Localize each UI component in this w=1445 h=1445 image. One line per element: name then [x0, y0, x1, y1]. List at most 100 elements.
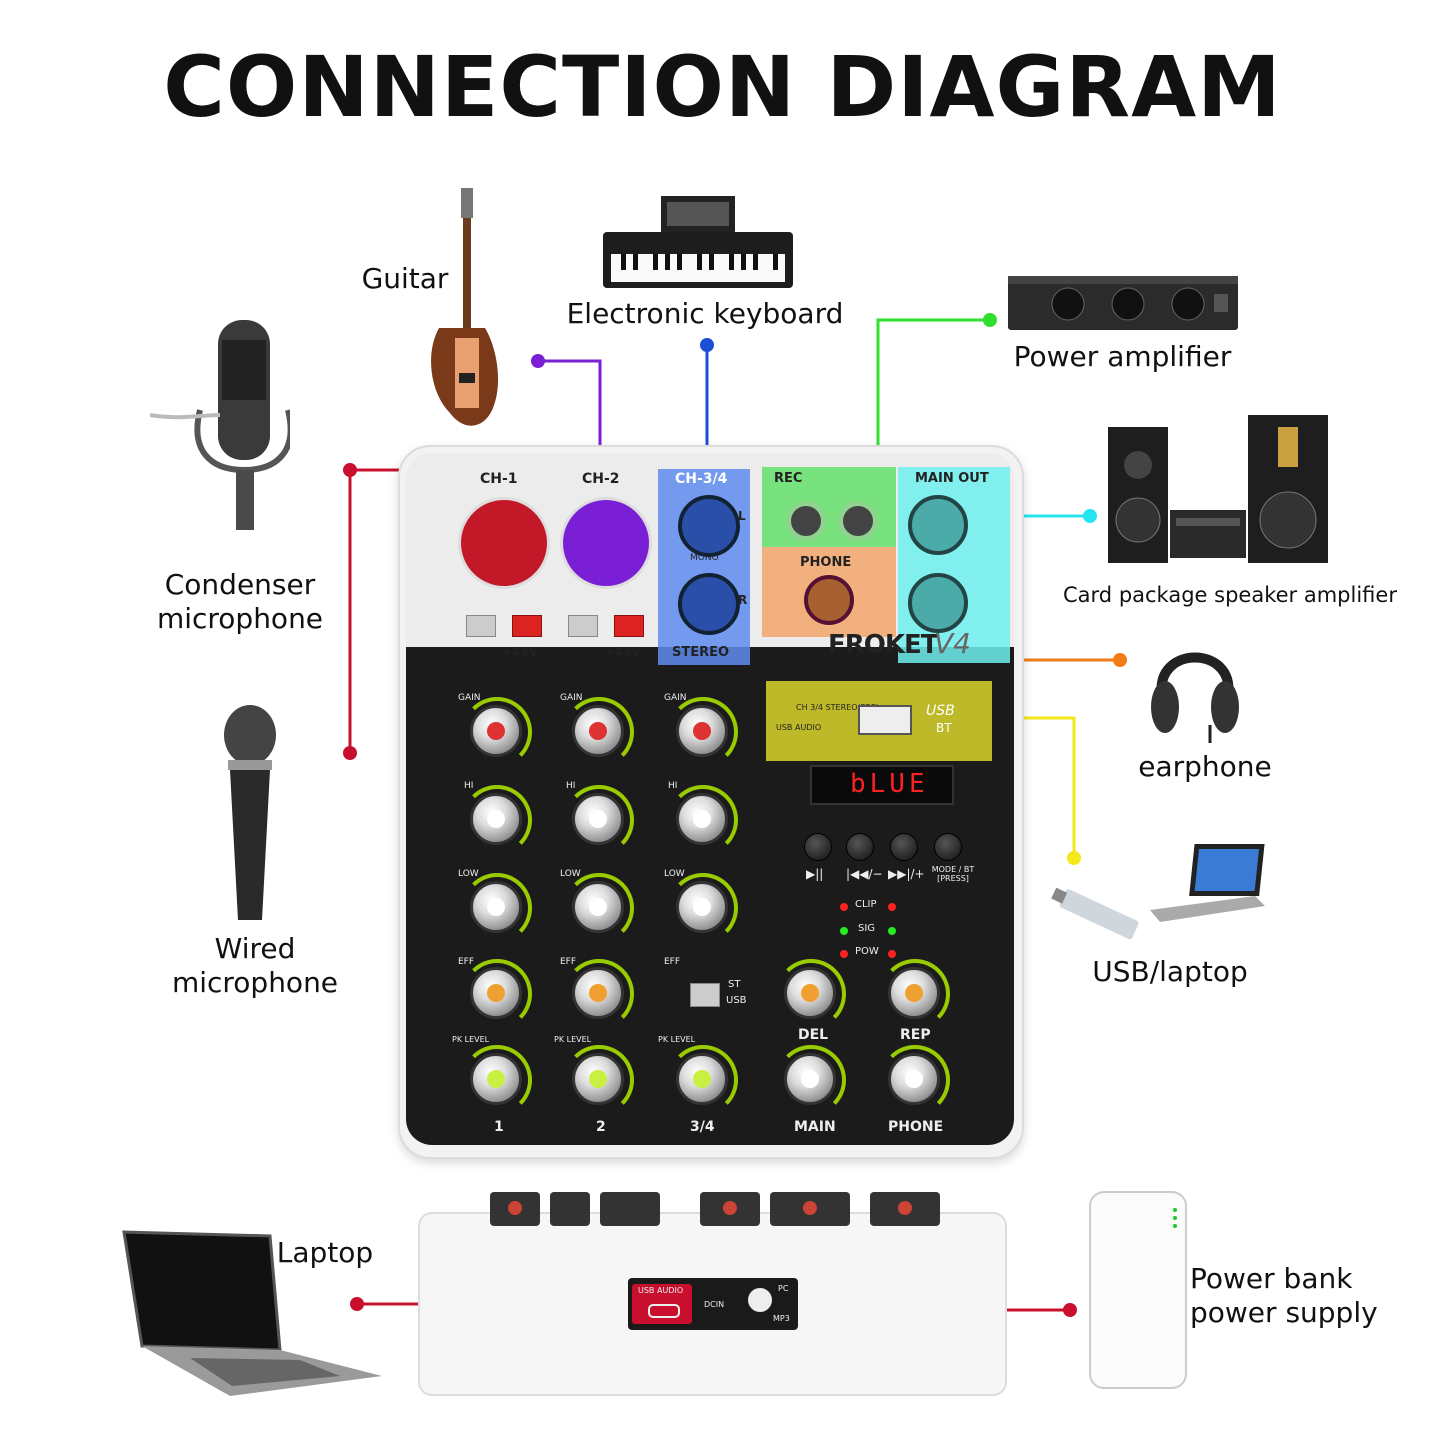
ch1-level-ring: [462, 1045, 532, 1115]
guitar-label: Guitar: [361, 262, 449, 295]
next-button[interactable]: [890, 833, 918, 861]
ch1-hi-knob[interactable]: [470, 793, 522, 845]
play-pause-icon: ▶||: [806, 867, 824, 881]
ch4-jack[interactable]: [678, 573, 740, 635]
laptop-label: Laptop: [276, 1236, 374, 1269]
rec-label: REC: [774, 471, 803, 486]
ch1-fader-label: 1: [494, 1119, 504, 1135]
ch2-48v-switch[interactable]: [614, 615, 644, 637]
pc-mp3-switch[interactable]: [748, 1288, 772, 1312]
pc-label: PC: [778, 1284, 789, 1293]
ch1-xlr-jack[interactable]: [458, 497, 550, 589]
ch2-hi-knob[interactable]: [572, 793, 624, 845]
usb-port[interactable]: [858, 705, 912, 735]
phone-jack-label: PHONE: [800, 555, 852, 570]
rec-zone: [762, 467, 896, 547]
ch1-low-label: LOW: [458, 869, 479, 879]
del-knob-cap: [801, 984, 819, 1002]
usb-label: USB: [926, 703, 955, 719]
dcin-label: DCIN: [704, 1300, 725, 1309]
ch34-hi-knob-cap: [693, 810, 711, 828]
ch1-mic-inst-switch[interactable]: [466, 615, 496, 637]
ch1-pk-level-label: PK LEVEL: [452, 1035, 490, 1044]
ch1-hi-ring: [462, 785, 532, 855]
ch1-eff-knob[interactable]: [470, 967, 522, 1019]
ch34-low-knob-cap: [693, 898, 711, 916]
ch4-r-label: R: [738, 593, 748, 607]
ch2-eff-label: EFF: [560, 957, 577, 967]
ch1-hi-label: HI: [464, 781, 474, 791]
ch34-gain-knob[interactable]: [676, 705, 728, 757]
speakers-label: Card package speaker amplifier: [1063, 583, 1397, 607]
ch34-hi-knob[interactable]: [676, 793, 728, 845]
ch3-jack[interactable]: [678, 495, 740, 557]
ch1-low-knob[interactable]: [470, 881, 522, 933]
ch2-xlr-jack[interactable]: [560, 497, 652, 589]
rep-label: REP: [900, 1027, 931, 1043]
ch34-low-knob[interactable]: [676, 881, 728, 933]
mode-bt-button[interactable]: [934, 833, 962, 861]
rec-l-rca[interactable]: [786, 501, 826, 541]
st-label: ST: [728, 979, 741, 990]
ch1-gain-label: GAIN: [458, 693, 481, 703]
ch34-hi-label: HI: [668, 781, 678, 791]
ch34-label: CH-3/4: [675, 471, 728, 487]
ch1-gain-knob[interactable]: [470, 705, 522, 757]
ch2-low-knob[interactable]: [572, 881, 624, 933]
ch2-gain-knob[interactable]: [572, 705, 624, 757]
ch1-level-knob[interactable]: [470, 1053, 522, 1105]
mixer-rear-view: USB AUDIO DCIN PC MP3: [418, 1192, 1007, 1396]
rec-r-rca[interactable]: [838, 501, 878, 541]
ch2-eff-knob[interactable]: [572, 967, 624, 1019]
del-knob[interactable]: [784, 967, 836, 1019]
keyboard-label: Electronic keyboard: [566, 297, 844, 330]
ch2-gain-knob-cap: [589, 722, 607, 740]
brand-logo: FROKET: [828, 630, 939, 660]
play-pause-button[interactable]: [804, 833, 832, 861]
ch2-low-label: LOW: [560, 869, 581, 879]
ch1-hi-knob-cap: [487, 810, 505, 828]
phone-level-knob[interactable]: [888, 1053, 940, 1105]
ch1-gain-ring: [462, 697, 532, 767]
laptop-icon: [122, 1230, 382, 1396]
ch1-eff-knob-cap: [487, 984, 505, 1002]
ch34-gain-knob-cap: [693, 722, 711, 740]
ch1-48v-label: +48V: [502, 645, 539, 659]
ch2-level-knob[interactable]: [572, 1053, 624, 1105]
led-display: bLUE: [810, 765, 954, 805]
phone-jack[interactable]: [804, 575, 854, 625]
rep-ring: [880, 959, 950, 1029]
main-out-r-jack[interactable]: [908, 573, 968, 633]
prev-button[interactable]: [846, 833, 874, 861]
keyboard-icon: [603, 196, 793, 288]
mode-bt-label: MODE / BT [PRESS]: [931, 865, 975, 883]
st-usb-switch[interactable]: [690, 983, 720, 1007]
ch3-l-label: L: [738, 509, 746, 523]
pow-label: POW: [855, 946, 879, 957]
prev-icon: |◀◀/−: [846, 867, 883, 881]
wired-microphone-label-1: Wired: [214, 932, 296, 965]
del-label: DEL: [798, 1027, 829, 1043]
ch2-mic-inst-switch[interactable]: [568, 615, 598, 637]
next-icon: ▶▶|/+: [888, 867, 925, 881]
guitar-icon: [431, 188, 499, 426]
ch2-level-ring: [564, 1045, 634, 1115]
sig-label: SIG: [858, 923, 876, 934]
ch34-eff-label: EFF: [664, 957, 681, 967]
sig-led-r: [888, 927, 896, 935]
usb-laptop-label: USB/laptop: [1092, 955, 1248, 988]
main-level-knob[interactable]: [784, 1053, 836, 1105]
headphones-icon: [1151, 652, 1239, 743]
usb-c-port[interactable]: [648, 1304, 680, 1318]
condenser-microphone-icon: [150, 320, 290, 530]
ch34-level-knob[interactable]: [676, 1053, 728, 1105]
power-amplifier-label: Power amplifier: [1013, 340, 1232, 373]
ch34-pk-level-label: PK LEVEL: [658, 1035, 696, 1044]
ch2-level-knob-cap: [589, 1070, 607, 1088]
phone-level-knob-cap: [905, 1070, 923, 1088]
power-bank-label-1: Power bank: [1190, 1262, 1353, 1295]
ch1-48v-switch[interactable]: [512, 615, 542, 637]
main-out-l-jack[interactable]: [908, 495, 968, 555]
sig-led-l: [840, 927, 848, 935]
rep-knob[interactable]: [888, 967, 940, 1019]
